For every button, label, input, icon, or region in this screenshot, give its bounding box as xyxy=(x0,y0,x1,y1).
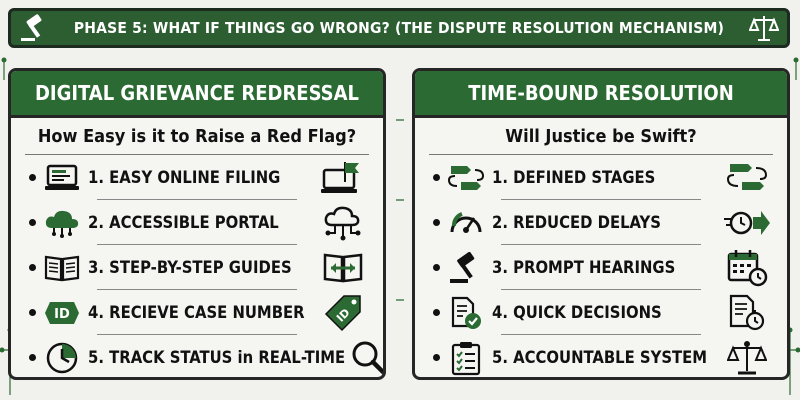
id-badge-icon: ID xyxy=(42,293,82,333)
bullet xyxy=(29,264,36,271)
stages-flow-icon xyxy=(446,158,486,198)
list-item: 2. ACCESSIBLE PORTAL xyxy=(11,200,383,245)
list-item: ID 4. RECIEVE CASE NUMBER ID xyxy=(11,290,383,335)
open-book-icon xyxy=(42,248,82,288)
bullet xyxy=(433,354,440,361)
gavel-icon xyxy=(17,11,51,45)
bullet xyxy=(29,219,36,226)
list-item: 4. QUICK DECISIONS xyxy=(415,290,787,335)
item-label: 3. STEP-BY-STEP GUIDES xyxy=(88,258,292,277)
scales-icon xyxy=(747,11,781,45)
item-label: 2. REDUCED DELAYS xyxy=(492,213,661,232)
gavel-icon xyxy=(446,248,486,288)
svg-text:ID: ID xyxy=(54,307,70,322)
grievance-panel: DIGITAL GRIEVANCE REDRESSAL How Easy is … xyxy=(8,68,386,380)
item-label: 1. DEFINED STAGES xyxy=(492,168,656,187)
checklist-icon xyxy=(446,338,486,378)
panel-title: DIGITAL GRIEVANCE REDRESSAL xyxy=(34,81,360,105)
book-arrows-icon xyxy=(319,248,367,288)
speedometer-icon xyxy=(446,203,486,243)
item-label: 4. RECIEVE CASE NUMBER xyxy=(88,303,305,322)
resolution-panel: TIME-BOUND RESOLUTION Will Justice be Sw… xyxy=(412,68,790,380)
panel-subtitle: How Easy is it to Raise a Red Flag? xyxy=(37,126,357,147)
phase-banner: PHASE 5: WHAT IF THINGS GO WRONG? (THE D… xyxy=(8,8,790,48)
bullet xyxy=(433,309,440,316)
divider xyxy=(429,154,773,155)
document-check-icon xyxy=(446,293,486,333)
document-stopwatch-icon xyxy=(723,293,771,333)
item-label: 5. TRACK STATUS in REAL-TIME xyxy=(88,348,346,367)
list-item: 2. REDUCED DELAYS xyxy=(415,200,787,245)
panel-title: TIME-BOUND RESOLUTION xyxy=(468,81,734,105)
panel-subtitle: Will Justice be Swift? xyxy=(505,126,697,147)
laptop-flag-icon xyxy=(319,158,367,198)
cloud-icon xyxy=(42,203,82,243)
calendar-clock-icon xyxy=(723,248,771,288)
divider xyxy=(25,154,369,155)
panel-header: DIGITAL GRIEVANCE REDRESSAL xyxy=(11,71,383,118)
item-label: 5. ACCOUNTABLE SYSTEM xyxy=(492,348,708,367)
bullet xyxy=(29,174,36,181)
fast-clock-arrow-icon xyxy=(723,203,771,243)
list-item: 3. STEP-BY-STEP GUIDES xyxy=(11,245,383,290)
stages-flow-icon xyxy=(723,158,771,198)
bullet xyxy=(433,174,440,181)
list-item: 3. PROMPT HEARINGS xyxy=(415,245,787,290)
item-label: 2. ACCESSIBLE PORTAL xyxy=(88,213,279,232)
item-label: 1. EASY ONLINE FILING xyxy=(88,168,281,187)
cloud-network-icon xyxy=(319,203,367,243)
id-tag-icon: ID xyxy=(319,293,367,333)
bullet xyxy=(433,264,440,271)
bullet xyxy=(29,309,36,316)
bullet xyxy=(29,354,36,361)
clock-icon xyxy=(42,338,82,378)
laptop-form-icon xyxy=(42,158,82,198)
list-item: 1. DEFINED STAGES xyxy=(415,155,787,200)
bullet xyxy=(433,219,440,226)
scales-icon xyxy=(723,338,771,378)
item-label: 3. PROMPT HEARINGS xyxy=(492,258,676,277)
list-item: 1. EASY ONLINE FILING xyxy=(11,155,383,200)
banner-title: PHASE 5: WHAT IF THINGS GO WRONG? (THE D… xyxy=(73,19,725,37)
list-item: 5. ACCOUNTABLE SYSTEM xyxy=(415,335,787,378)
list-item: 5. TRACK STATUS in REAL-TIME xyxy=(11,335,383,378)
magnifier-icon xyxy=(345,338,383,378)
item-label: 4. QUICK DECISIONS xyxy=(492,303,662,322)
panel-header: TIME-BOUND RESOLUTION xyxy=(415,71,787,118)
